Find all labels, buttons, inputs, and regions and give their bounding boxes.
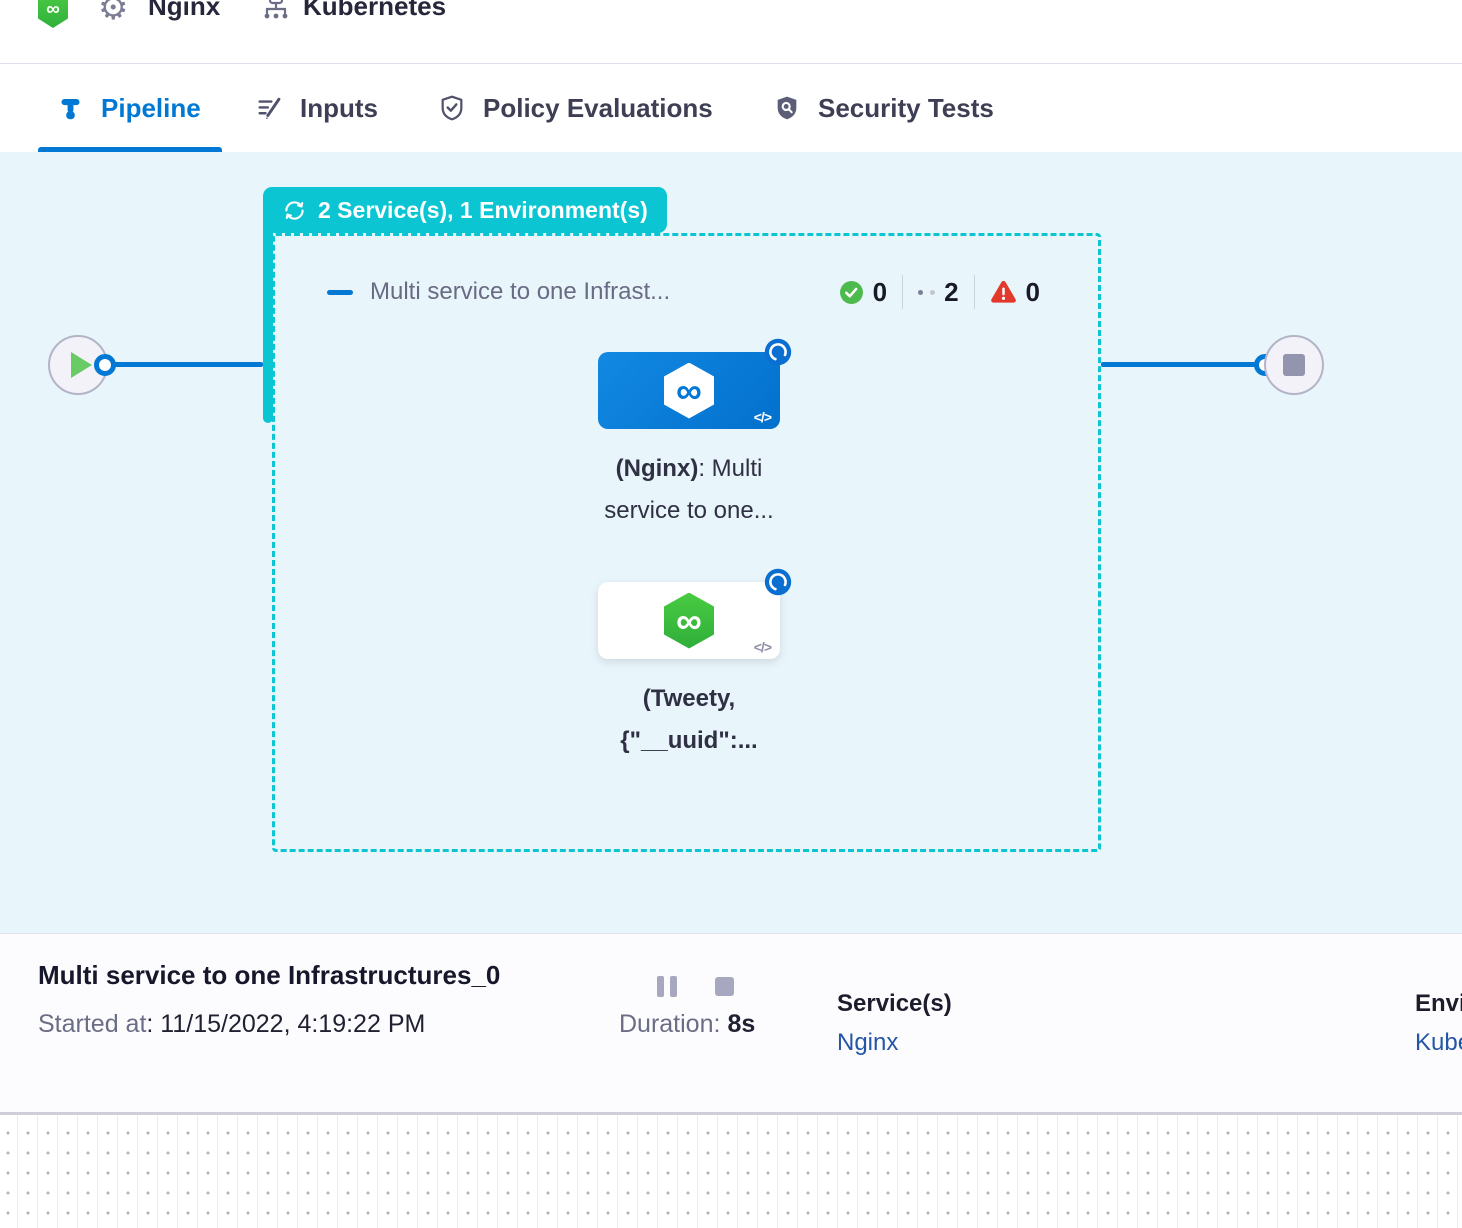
policy-shield-icon (441, 95, 463, 121)
tab-label: Policy Evaluations (483, 92, 713, 123)
running-count: 2 (944, 276, 959, 307)
execution-tabbar: Pipeline Inputs Policy Evaluations Sec (0, 64, 1462, 152)
gear-icon: ⚙ (98, 0, 129, 27)
success-check-icon (839, 280, 863, 304)
inputs-icon (258, 97, 281, 119)
tab-pipeline[interactable]: Pipeline (38, 64, 222, 152)
divider (902, 275, 904, 309)
tab-label: Pipeline (101, 92, 201, 123)
connector-endpoint-left (94, 354, 116, 376)
running-spinner-icon (764, 338, 792, 366)
success-count: 0 (872, 276, 888, 307)
pipeline-icon (61, 98, 80, 119)
execution-title: Multi service to one Infrastructures_0 (38, 960, 501, 990)
services-column: Service(s) Nginx (837, 990, 952, 1057)
execution-summary-bar: Multi service to one Infrastructures_0 S… (0, 933, 1462, 1112)
infrastructure-icon (264, 0, 288, 19)
duration: Duration:8s (619, 1010, 755, 1039)
running-dots-icon (918, 289, 936, 295)
services-environments-badge[interactable]: 2 Service(s), 1 Environment(s) (263, 187, 667, 233)
code-icon: </> (753, 639, 772, 655)
breadcrumb-header: ∞ ⚙ Nginx Kubernetes (0, 0, 1462, 64)
group-badge-label: 2 Service(s), 1 Environment(s) (318, 196, 648, 223)
started-value: : 11/15/2022, 4:19:22 PM (146, 1010, 426, 1038)
pipeline-start-node (48, 335, 108, 395)
security-shield-icon (777, 96, 797, 120)
console-grid-area (0, 1112, 1462, 1228)
pipeline-end-node (1264, 335, 1324, 395)
pause-button[interactable] (657, 976, 677, 997)
harness-hexagon-icon: ∞ (664, 362, 714, 419)
group-left-bar (263, 209, 273, 423)
tab-policy-evaluations[interactable]: Policy Evaluations (438, 64, 713, 152)
stage-card-nginx[interactable]: ∞ </> (598, 338, 792, 429)
stop-icon (1283, 354, 1305, 376)
stage-group-title: Multi service to one Infrast... (370, 278, 671, 305)
duration-label: Duration: (619, 1010, 721, 1038)
duration-value: 8s (727, 1010, 756, 1038)
tab-security-tests[interactable]: Security Tests (773, 64, 994, 152)
play-icon (71, 352, 92, 378)
started-label: Started at (38, 1010, 147, 1038)
breadcrumb-service-name[interactable]: Nginx (148, 0, 221, 21)
services-label: Service(s) (837, 990, 952, 1017)
collapse-icon[interactable] (327, 289, 353, 295)
failed-warning-icon (990, 280, 1016, 303)
stage-card-tweety[interactable]: ∞ </> (598, 568, 792, 659)
failed-count: 0 (1025, 276, 1040, 307)
environments-link[interactable]: Kubernetes (1415, 1029, 1462, 1056)
stage-group-header: Multi service to one Infrast... 0 2 0 (327, 274, 1040, 310)
abort-button[interactable] (715, 977, 734, 996)
connector-line-right (1101, 362, 1265, 367)
divider (973, 275, 975, 309)
stage-status-counts: 0 2 0 (839, 275, 1040, 309)
stage-label-nginx: (Nginx): Multi service to one... (604, 455, 774, 524)
services-link[interactable]: Nginx (837, 1029, 899, 1056)
stage-group-container (272, 233, 1101, 852)
connector-line-left (105, 362, 263, 367)
running-spinner-icon (764, 568, 792, 596)
stage-label-tweety: (Tweety, {"__uuid":... (620, 685, 758, 754)
pipeline-canvas: 2 Service(s), 1 Environment(s) Multi ser… (0, 152, 1462, 933)
code-icon: </> (753, 409, 772, 425)
tab-label: Inputs (300, 92, 378, 123)
tab-inputs[interactable]: Inputs (255, 64, 378, 152)
environments-column: Environment(s) Kubernetes (1415, 990, 1462, 1057)
environments-label: Environment(s) (1415, 990, 1462, 1017)
started-at: Started at: 11/15/2022, 4:19:22 PM (38, 1010, 425, 1039)
harness-hexagon-icon: ∞ (38, 0, 68, 28)
tab-label: Security Tests (818, 92, 994, 123)
harness-hexagon-icon: ∞ (664, 592, 714, 649)
loop-icon (285, 200, 304, 220)
breadcrumb-environment-name[interactable]: Kubernetes (303, 0, 447, 21)
